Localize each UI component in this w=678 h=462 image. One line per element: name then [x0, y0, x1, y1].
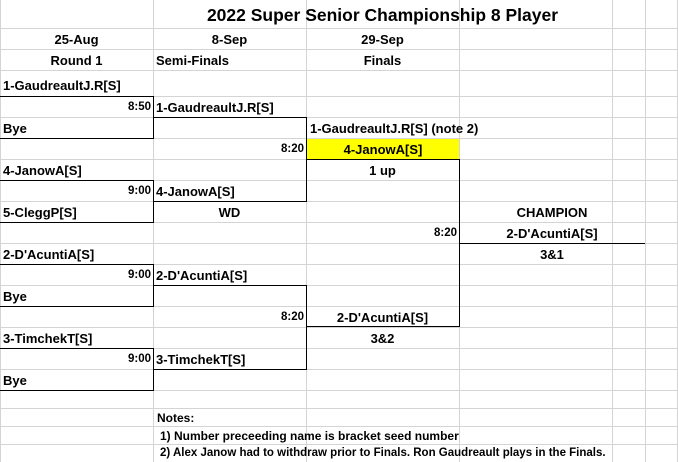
- bracket-line: [0, 306, 154, 307]
- note-2: 2) Alex Janow had to withdraw prior to F…: [160, 447, 606, 459]
- semis-date: 8-Sep: [211, 32, 248, 47]
- r1-match1-time: 8:50: [127, 101, 151, 113]
- bracket-line: [153, 117, 307, 118]
- bracket-line: [459, 243, 645, 244]
- finals-top-highlight: 4-JanowA[S]: [307, 139, 459, 160]
- finals-label: Finals: [363, 53, 402, 68]
- finals-bottom-result: 3&2: [370, 331, 395, 346]
- round1-date: 25-Aug: [54, 32, 99, 47]
- semi1-bottom: 4-JanowA[S]: [156, 184, 235, 199]
- grid-col-line: [0, 0, 1, 462]
- grid-row-line: [0, 327, 678, 328]
- r1-match3-top: 2-D'AcuntiA[S]: [3, 247, 95, 262]
- grid-row-line: [0, 243, 678, 244]
- page-title: 2022 Super Senior Championship 8 Player: [206, 5, 559, 25]
- r1-match3-bottom: Bye: [3, 289, 27, 304]
- semi2-bottom: 3-TimchekT[S]: [156, 352, 246, 367]
- r1-match4-top: 3-TimchekT[S]: [3, 331, 93, 346]
- finals-top: 1-GaudreaultJ.R[S] (note 2): [310, 121, 479, 136]
- finals-time: 8:20: [433, 227, 457, 239]
- bracket-line: [0, 222, 154, 223]
- r1-match3-time: 9:00: [127, 269, 151, 281]
- grid-row-line: [0, 369, 678, 370]
- grid-row-line: [0, 117, 678, 118]
- grid-row-line: [0, 426, 678, 427]
- bracket-line: [0, 348, 154, 349]
- round1-label: Round 1: [50, 53, 103, 68]
- grid-col-line: [612, 0, 613, 462]
- bracket-line: [0, 180, 154, 181]
- r1-match1-bottom: Bye: [3, 121, 27, 136]
- finals-top-result: 1 up: [369, 163, 396, 178]
- grid-row-line: [0, 348, 678, 349]
- grid-row-line: [0, 408, 678, 409]
- r1-match2-bottom: 5-CleggP[S]: [3, 205, 77, 220]
- grid-row-line: [0, 306, 678, 307]
- bracket-line: [0, 138, 154, 139]
- semi2-time: 8:20: [280, 311, 304, 323]
- semi2-top: 2-D'AcuntiA[S]: [156, 268, 248, 283]
- semi1-bottom-result: WD: [218, 205, 241, 220]
- grid-row-line: [0, 138, 678, 139]
- grid-row-line: [0, 180, 678, 181]
- finals-bottom: 2-D'AcuntiA[S]: [336, 310, 429, 325]
- r1-match2-time: 9:00: [127, 185, 151, 197]
- r1-match1-top: 1-GaudreaultJ.R[S]: [3, 78, 121, 93]
- grid-row-line: [0, 70, 678, 71]
- bracket-line: [306, 159, 460, 160]
- grid-col-line: [645, 0, 646, 462]
- grid-col-line: [306, 0, 307, 462]
- r1-match2-top: 4-JanowA[S]: [3, 163, 82, 178]
- semi1-top: 1-GaudreaultJ.R[S]: [156, 100, 274, 115]
- grid-row-line: [0, 264, 678, 265]
- bracket-line: [0, 390, 154, 391]
- finals-date: 29-Sep: [361, 32, 404, 47]
- r1-match4-time: 9:00: [127, 353, 151, 365]
- semis-label: Semi-Finals: [156, 53, 229, 68]
- note-1: 1) Number preceeding name is bracket see…: [160, 429, 459, 443]
- grid-row-line: [0, 390, 678, 391]
- bracket-line: [306, 285, 307, 370]
- bracket-line: [153, 285, 307, 286]
- semi1-time: 8:20: [280, 143, 304, 155]
- champion-label: CHAMPION: [516, 205, 588, 220]
- grid-row-line: [0, 28, 678, 29]
- grid-row-line: [0, 96, 678, 97]
- bracket-line: [0, 96, 154, 97]
- r1-match4-bottom: Bye: [3, 373, 27, 388]
- champion-result: 3&1: [540, 247, 564, 262]
- bracket-line: [306, 326, 460, 327]
- grid-row-line: [0, 49, 678, 50]
- bracket-line: [153, 201, 307, 202]
- grid-row-line: [0, 285, 678, 286]
- bracket-line: [0, 264, 154, 265]
- grid-row-line: [0, 444, 678, 445]
- grid-col-line: [153, 0, 154, 462]
- notes-heading: Notes:: [157, 411, 195, 425]
- bracket-line: [153, 369, 307, 370]
- champion-name: 2-D'AcuntiA[S]: [506, 226, 598, 241]
- grid-row-line: [0, 201, 678, 202]
- grid-row-line: [0, 222, 678, 223]
